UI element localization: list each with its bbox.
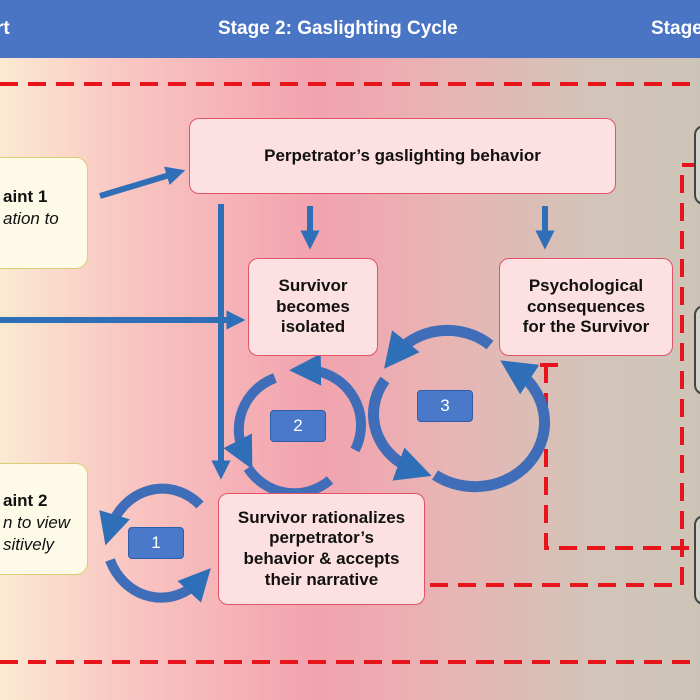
rationalizes-line1: Survivor rationalizes (237, 507, 406, 527)
stage-2-boundary (0, 82, 700, 664)
constraint-2-subtitle-line1: n to view (3, 513, 71, 533)
stage-header-bar: rt Stage 2: Gaslighting Cycle Stage (0, 0, 700, 58)
survivor-isolated-line2: becomes (276, 296, 350, 316)
perpetrator-behavior-box: Perpetrator’s gaslighting behavior (189, 118, 616, 194)
cycle-1-arrows (99, 483, 211, 603)
constraint-1-box: aint 1 ation to (0, 157, 88, 269)
survivor-isolated-line1: Survivor (278, 275, 348, 295)
cycle-3-number: 3 (417, 390, 473, 422)
constraint-1-subtitle: ation to (3, 209, 59, 229)
survivor-isolated-line3: isolated (280, 317, 346, 337)
cycle-2-arrows (223, 353, 366, 499)
stage-3-label: Stage (651, 18, 700, 39)
psych-consequences-line2: consequences (526, 296, 646, 316)
rationalizes-line4: their narrative (264, 569, 379, 589)
perpetrator-behavior-label: Perpetrator’s gaslighting behavior (264, 145, 541, 165)
psych-consequences-box: Psychological consequences for the Survi… (499, 258, 673, 356)
rationalizes-line3: behavior & accepts (243, 549, 400, 568)
cycle-3-arrows (368, 324, 551, 493)
consequences-to-stage3-connector (540, 363, 700, 550)
survivor-rationalizes-box: Survivor rationalizes perpetrator’s beha… (218, 493, 425, 605)
rationalize-to-stage3-connector (430, 163, 700, 587)
psych-consequences-line3: for the Survivor (522, 317, 650, 337)
stage-3-box-middle (694, 305, 700, 395)
stage-2-title: Stage 2: Gaslighting Cycle (218, 18, 458, 39)
psych-consequences-line1: Psychological (528, 275, 644, 295)
constraint-2-box: aint 2 n to view sitively (0, 463, 88, 575)
constraint-2-subtitle-line2: sitively (3, 535, 55, 555)
cycle-2-number: 2 (270, 410, 326, 442)
survivor-isolated-box: Survivor becomes isolated (248, 258, 378, 356)
stage-3-box-bottom (694, 515, 700, 605)
rationalizes-line2: perpetrator’s (269, 528, 374, 548)
stage-1-label: rt (0, 18, 10, 39)
constraint-2-title: aint 2 (3, 491, 48, 510)
constraint-1-title: aint 1 (3, 187, 48, 206)
stage-3-box-top (694, 125, 700, 205)
arrow-constraint1-to-perpetrator (99, 166, 186, 199)
cycle-1-number: 1 (128, 527, 184, 559)
